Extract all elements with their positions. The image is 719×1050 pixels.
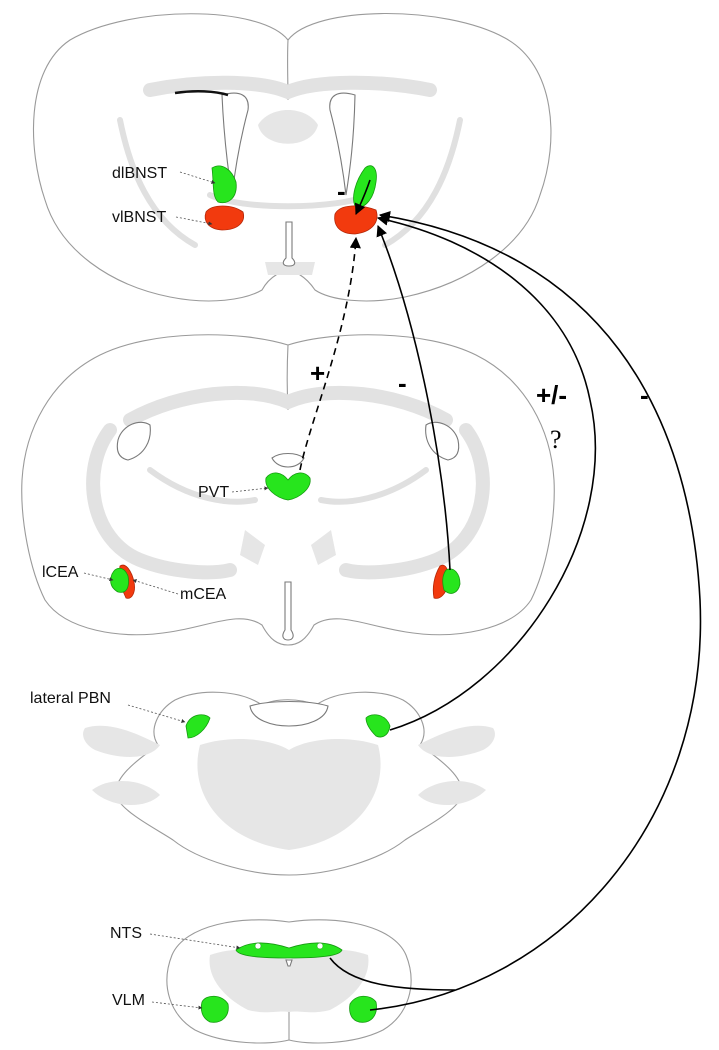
sign-pbn: +/- (536, 380, 567, 410)
nts-region (235, 942, 343, 959)
external-capsule-right (382, 117, 463, 248)
pvt-to-vlbnst-arrow (299, 236, 361, 471)
dlbnst-left-region (211, 165, 237, 204)
connections (299, 179, 702, 1011)
ventricle-left-2 (116, 421, 151, 461)
fourth-ventricle (249, 701, 329, 727)
dlbnst-leader (179, 171, 216, 184)
ventricle-dark-edge (174, 90, 229, 97)
third-ventricle (282, 221, 296, 267)
lcea-left-region (110, 567, 129, 593)
pbn-wing-right (418, 725, 495, 757)
internal-capsule-left (147, 467, 258, 505)
medulla-gray (209, 949, 369, 1013)
sign-pvt: + (310, 358, 325, 388)
lcea-label: lCEA (42, 564, 79, 581)
vlbnst-left-region (204, 205, 245, 231)
section-cea: PVT lCEA mCEA (21, 334, 555, 646)
vlm-right-region (349, 995, 377, 1023)
lcea-right-region (442, 568, 461, 594)
nts-label: NTS (110, 925, 142, 942)
ventricle-right-2 (425, 421, 460, 461)
pbn-lower-left (92, 780, 160, 806)
external-capsule-left (117, 117, 198, 248)
pons-gray (197, 738, 381, 850)
sign-pbn-uncertain: ? (550, 425, 562, 454)
section-pbn: lateral PBN (30, 690, 495, 876)
section-bnst: dlBNST vlBNST (32, 12, 552, 302)
pbn-to-vlbnst-arrow (376, 214, 597, 731)
pvt-label: PVT (198, 484, 229, 501)
gray-nucleus-r (311, 530, 336, 565)
signs: - + - +/- ? - (310, 176, 649, 454)
vlbnst-label: vlBNST (112, 209, 166, 226)
pbn-wing-left (83, 725, 160, 757)
third-ventricle-2 (282, 581, 294, 641)
pvt-leader (231, 486, 269, 493)
sign-cea-to-bnst: - (337, 176, 346, 206)
mcea-leader (132, 579, 179, 595)
nts-leader (149, 933, 241, 950)
lcea-leader (83, 572, 114, 582)
dlbnst-right-region (353, 165, 377, 209)
third-ventricle-top (271, 452, 305, 468)
vlm-label: VLM (112, 992, 145, 1009)
lateral-pbn-right-region (365, 714, 391, 738)
lateral-pbn-left-region (185, 714, 211, 739)
lateral-ventricle-right (329, 92, 356, 196)
vlm-to-vlbnst-arrow (369, 211, 702, 1011)
corpus-callosum-2 (123, 385, 453, 427)
dlbnst-label: dlBNST (112, 165, 167, 182)
septum-gray (258, 110, 318, 144)
sign-brainstem: - (640, 380, 649, 410)
dlbnst-to-vlbnst-arrow (354, 179, 371, 216)
lateral-pbn-leader (127, 704, 186, 723)
vlm-left-region (200, 995, 229, 1023)
sign-cea: - (398, 368, 407, 398)
vlm-leader (151, 1001, 203, 1010)
external-capsule-right-2 (339, 423, 490, 580)
corpus-callosum (143, 75, 437, 100)
external-capsule-left-2 (86, 423, 237, 580)
lateral-pbn-label: lateral PBN (30, 690, 111, 707)
section-medulla: NTS VLM (110, 919, 412, 1044)
pbn-lower-right (418, 780, 486, 806)
pvt-region (265, 472, 311, 501)
optic-gray (265, 262, 315, 275)
section-cea-outline (21, 334, 555, 646)
cea-to-vlbnst-arrow (376, 224, 451, 571)
nts-hole-right (316, 942, 324, 950)
central-canal (285, 959, 293, 967)
mcea-label: mCEA (180, 586, 227, 603)
gray-nucleus-l (240, 530, 265, 565)
vlbnst-right-region (334, 205, 378, 235)
nts-to-pathway-line (329, 957, 456, 991)
internal-capsule-right (318, 467, 429, 505)
nts-hole-left (254, 942, 262, 950)
